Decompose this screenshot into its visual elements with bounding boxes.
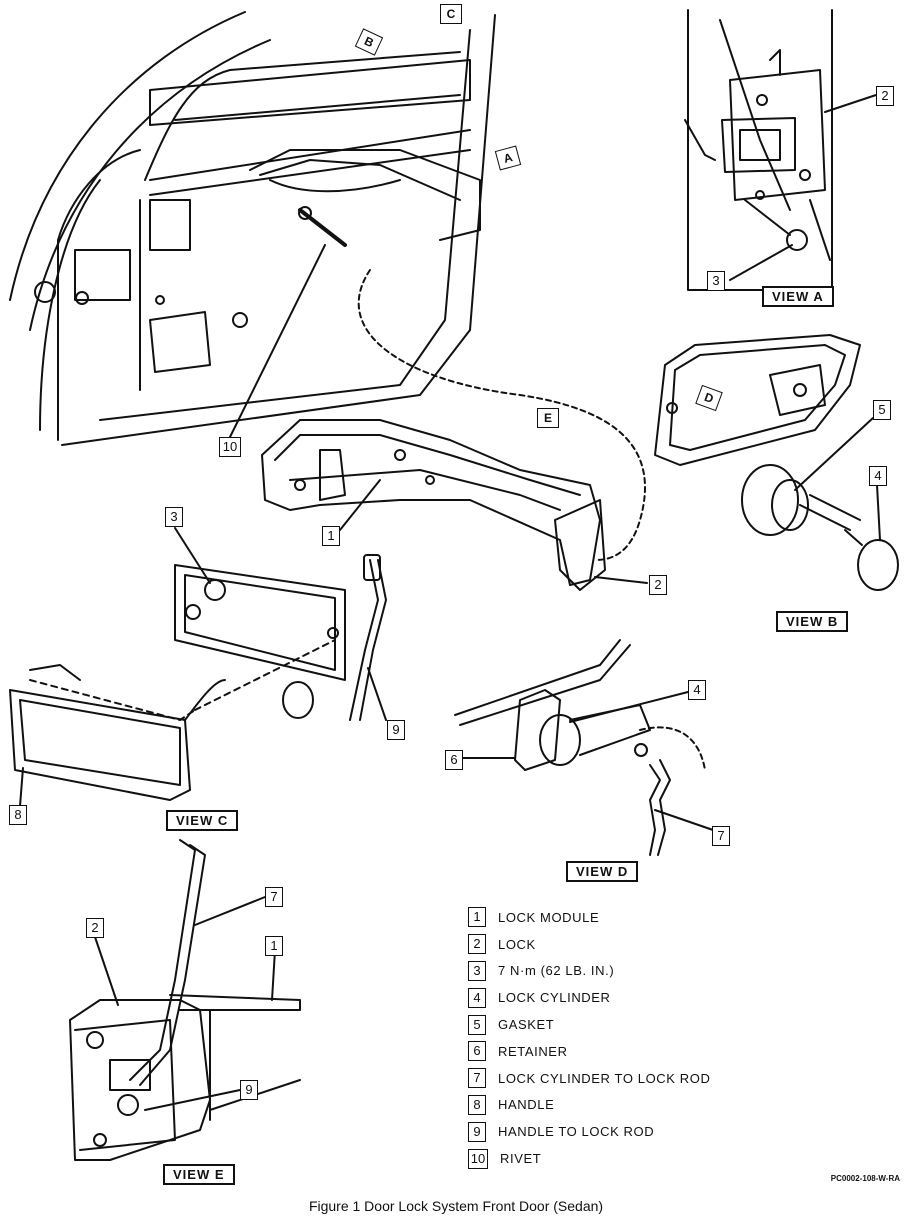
legend-number: 1 <box>468 907 486 928</box>
legend-number: 7 <box>468 1068 486 1089</box>
view-d-drawing <box>454 639 706 856</box>
legend-label: GASKET <box>498 1017 555 1033</box>
callout-view-d-lock-cylinder: 4 <box>688 680 706 700</box>
legend-item: 7 LOCK CYLINDER TO LOCK ROD <box>468 1065 710 1092</box>
callout-view-c-handle-rod: 9 <box>387 720 405 740</box>
legend-item: 6 RETAINER <box>468 1038 710 1065</box>
legend-label: LOCK CYLINDER <box>498 990 611 1006</box>
legend-item: 10 RIVET <box>468 1145 710 1172</box>
parts-legend: 1 LOCK MODULE 2 LOCK 3 7 N·m (62 LB. IN.) 4… <box>468 904 710 1172</box>
legend-number: 9 <box>468 1121 486 1142</box>
legend-label: LOCK MODULE <box>498 909 600 925</box>
legend-item: 9 HANDLE TO LOCK ROD <box>468 1118 710 1145</box>
legend-label: 7 N·m (62 LB. IN.) <box>498 963 615 979</box>
legend-number: 5 <box>468 1014 486 1035</box>
legend-number: 10 <box>468 1148 488 1169</box>
legend-number: 6 <box>468 1041 486 1062</box>
leader-lines <box>19 94 881 1111</box>
callout-view-e-lock-module: 1 <box>265 936 283 956</box>
legend-item: 4 LOCK CYLINDER <box>468 984 710 1011</box>
view-d-label: VIEW D <box>566 861 639 882</box>
view-e-arrow: E <box>537 408 559 428</box>
legend-item: 2 LOCK <box>468 931 710 958</box>
legend-item: 8 HANDLE <box>468 1092 710 1119</box>
view-a-label: VIEW A <box>762 286 834 307</box>
callout-view-c-handle: 8 <box>9 805 27 825</box>
callout-view-b-gasket: 5 <box>873 400 891 420</box>
legend-item: 5 GASKET <box>468 1011 710 1038</box>
callout-view-d-lock-rod: 7 <box>712 826 730 846</box>
lock-module-drawing <box>261 419 606 591</box>
legend-number: 8 <box>468 1094 486 1115</box>
legend-number: 2 <box>468 934 486 955</box>
callout-view-d-retainer: 6 <box>445 750 463 770</box>
callout-view-c-fastener: 3 <box>165 507 183 527</box>
legend-label: LOCK <box>498 936 536 952</box>
callout-view-e-lock: 2 <box>86 918 104 938</box>
legend-label: RETAINER <box>498 1043 568 1059</box>
legend-item: 3 7 N·m (62 LB. IN.) <box>468 958 710 985</box>
legend-label: HANDLE TO LOCK ROD <box>498 1124 655 1140</box>
legend-number: 3 <box>468 960 486 981</box>
legend-label: HANDLE <box>498 1097 555 1113</box>
view-b-label: VIEW B <box>776 611 849 632</box>
callout-view-e-lock-rod: 7 <box>265 887 283 907</box>
callout-view-a-lock: 2 <box>876 86 894 106</box>
view-c-drawing <box>9 554 387 801</box>
callout-view-b-lock-cylinder: 4 <box>869 466 887 486</box>
view-c-label: VIEW C <box>166 810 239 831</box>
callout-lock: 2 <box>649 575 667 595</box>
callout-rivet: 10 <box>219 437 241 457</box>
callout-view-e-handle-rod: 9 <box>240 1080 258 1100</box>
front-door-drawing <box>9 11 646 561</box>
legend-number: 4 <box>468 987 486 1008</box>
legend-item: 1 LOCK MODULE <box>468 904 710 931</box>
view-e-label: VIEW E <box>163 1164 235 1185</box>
view-c-arrow: C <box>440 4 462 24</box>
legend-label: RIVET <box>500 1151 542 1167</box>
view-b-drawing <box>654 334 899 591</box>
figure-caption: Figure 1 Door Lock System Front Door (Se… <box>308 1198 604 1214</box>
view-a-drawing <box>684 9 833 291</box>
legend-label: LOCK CYLINDER TO LOCK ROD <box>498 1070 711 1086</box>
figure-code: PC0002-108-W-RA <box>830 1174 900 1183</box>
callout-view-a-fastener: 3 <box>707 271 725 291</box>
callout-lock-module: 1 <box>322 526 340 546</box>
